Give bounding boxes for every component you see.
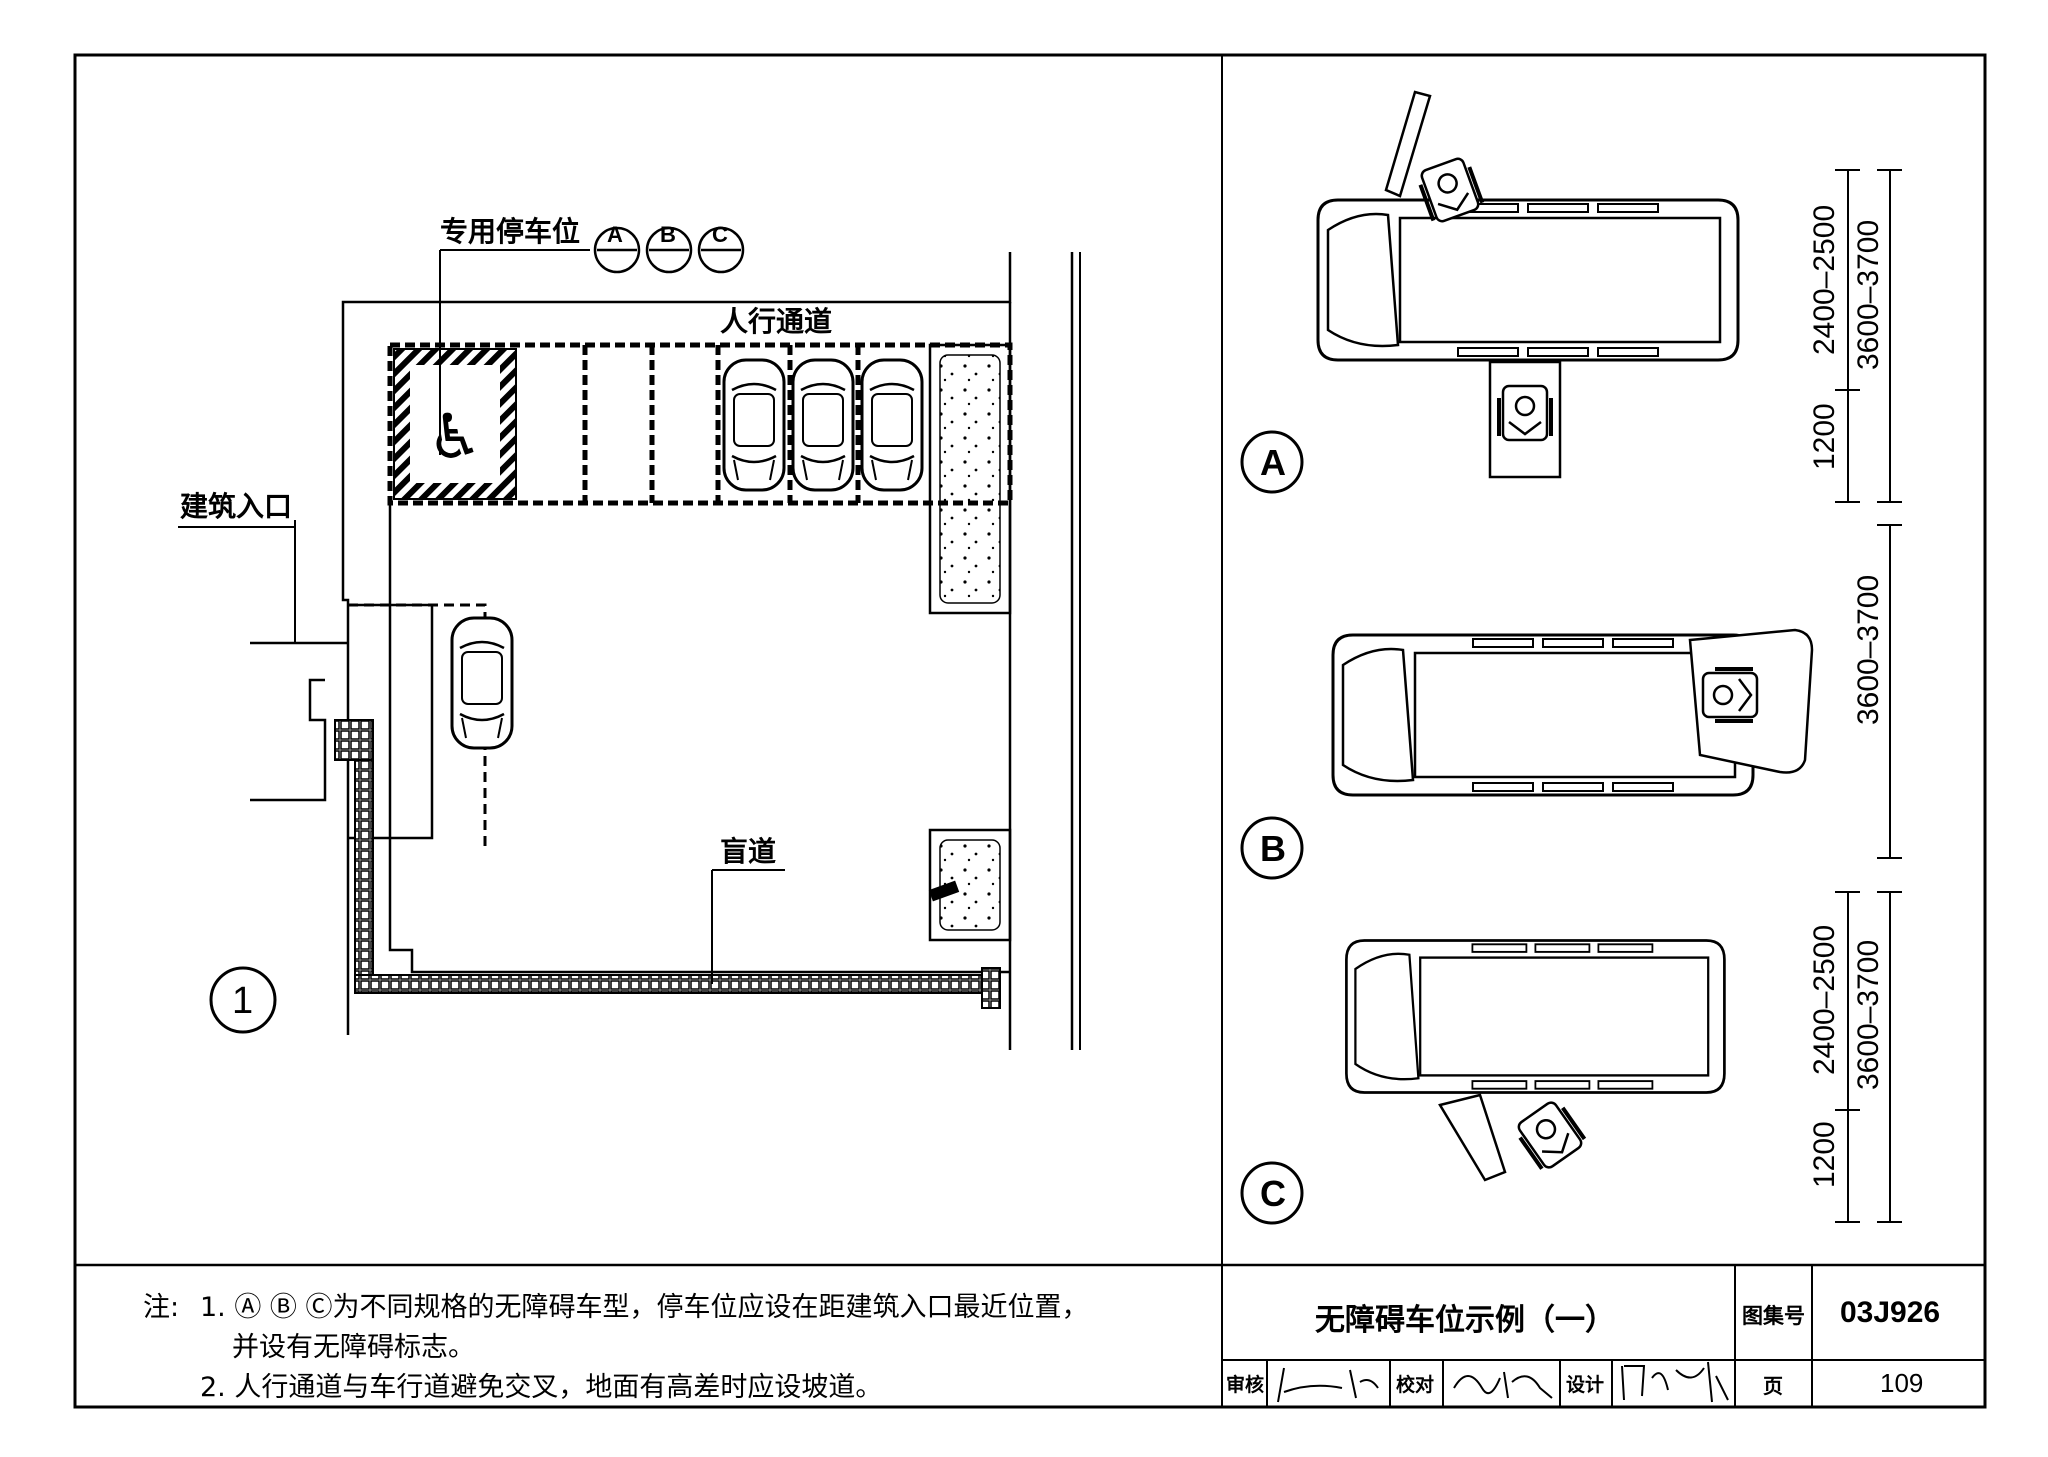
vehicle-a-letter: A xyxy=(1260,442,1286,483)
dropoff-car xyxy=(450,616,514,750)
dim-a-1200: 1200 xyxy=(1808,403,1841,470)
title-block-grid xyxy=(1222,1265,1985,1407)
vehicle-c-drawing xyxy=(1240,939,1726,1225)
signature-design xyxy=(1621,1361,1729,1403)
atlas-number: 03J926 xyxy=(1840,1296,1941,1329)
sheet-frame xyxy=(73,53,1987,1409)
ref-bubbles xyxy=(593,226,745,274)
vehicle-c-letter: C xyxy=(1260,1173,1286,1214)
ref-b-letter: B xyxy=(660,222,676,247)
dim-b-3600: 3600–3700 xyxy=(1852,574,1885,725)
note-line-1b: 并设有无障碍标志。 xyxy=(232,1332,475,1363)
design-label: 设计 xyxy=(1566,1374,1605,1396)
ref-a-letter: A xyxy=(607,222,623,247)
dim-a-3600: 3600–3700 xyxy=(1852,219,1885,370)
figure-number: 1 xyxy=(232,980,254,1022)
check-label: 校对 xyxy=(1396,1374,1435,1396)
dim-c-2400: 2400–2500 xyxy=(1808,924,1841,1075)
page-label: 页 xyxy=(1763,1374,1783,1398)
accessible-symbol: ♿ xyxy=(427,400,483,473)
parked-car xyxy=(791,358,855,492)
pedestrian-path-label: 人行通道 xyxy=(720,305,833,338)
planter xyxy=(928,828,1012,942)
planter xyxy=(928,343,1012,615)
site-plan: ♿ xyxy=(178,226,1081,1050)
dim-c-1200: 1200 xyxy=(1808,1121,1841,1188)
vehicle-a-drawing xyxy=(1240,90,1740,494)
atlas-label: 图集号 xyxy=(1742,1304,1805,1328)
dim-c-3600: 3600–3700 xyxy=(1852,939,1885,1090)
dimension-lines xyxy=(1835,169,1902,1223)
dim-a-2400: 2400–2500 xyxy=(1808,204,1841,355)
vehicle-b-drawing xyxy=(1240,628,1814,880)
building-entrance-label: 建筑入口 xyxy=(180,490,293,523)
signature-check xyxy=(1453,1371,1553,1399)
ref-c-letter: C xyxy=(712,222,728,247)
notes-prefix: 注: xyxy=(143,1292,180,1323)
parked-car xyxy=(722,358,786,492)
figure-number-circle xyxy=(209,966,277,1034)
sheet-title: 无障碍车位示例（一） xyxy=(1315,1303,1615,1338)
parked-car xyxy=(860,358,924,492)
note-line-1: 1. Ⓐ Ⓑ Ⓒ为不同规格的无障碍车型，停车位应设在距建筑入口最近位置， xyxy=(200,1292,1089,1323)
reserved-parking-label: 专用停车位 xyxy=(440,215,581,248)
vehicle-b-letter: B xyxy=(1260,828,1286,869)
note-line-2: 2. 人行通道与车行道避免交叉，地面有高差时应设坡道。 xyxy=(200,1372,883,1403)
review-label: 审核 xyxy=(1226,1374,1265,1396)
signature-review xyxy=(1277,1367,1379,1403)
tactile-path-label: 盲道 xyxy=(720,835,777,868)
page-number: 109 xyxy=(1880,1368,1924,1398)
